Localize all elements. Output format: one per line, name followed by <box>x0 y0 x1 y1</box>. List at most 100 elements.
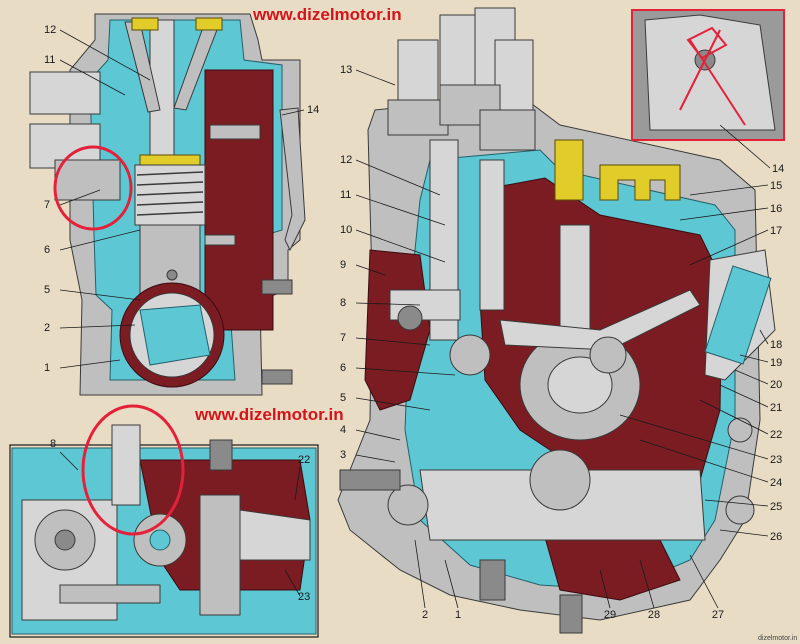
bottom-left-view <box>9 404 319 638</box>
part-number-label: 9 <box>340 259 346 271</box>
leader-line <box>355 302 421 306</box>
leader-line <box>59 189 101 206</box>
drain-bolt <box>479 559 506 601</box>
part-number-label: 18 <box>770 339 782 351</box>
leader-line <box>719 124 771 169</box>
side-bolt-right <box>727 417 753 443</box>
part-number-label: 20 <box>770 379 782 391</box>
part-number-label: 8 <box>340 297 346 309</box>
lower-stud <box>559 594 583 634</box>
leader-line <box>639 559 655 609</box>
mount-bolt-upper <box>261 279 293 295</box>
highlight-circle-top <box>53 145 133 231</box>
part-number-label: 7 <box>340 332 346 344</box>
part-number-label: 26 <box>770 531 782 543</box>
inset-red-line-2 <box>679 29 721 111</box>
part-number-label: 5 <box>44 284 50 296</box>
spring-chamber <box>704 265 772 365</box>
leader-line <box>689 229 769 266</box>
part-number-label: 28 <box>648 609 660 621</box>
pipe-fitting-left <box>131 17 159 31</box>
leader-line <box>355 264 386 276</box>
leader-line <box>294 466 301 501</box>
part-number-label: 11 <box>44 54 55 66</box>
tappet-bolt <box>397 305 423 331</box>
leader-line <box>59 359 121 369</box>
part-number-label: 17 <box>770 225 782 237</box>
part-number-label: 1 <box>455 609 461 621</box>
part-number-label: 13 <box>340 64 352 76</box>
input-shaft <box>339 469 401 491</box>
inset-red-outline <box>686 26 728 60</box>
leader-line <box>59 289 141 301</box>
part-number-label: 3 <box>340 449 346 461</box>
leader-line <box>355 69 396 86</box>
leader-line <box>355 397 431 411</box>
part-number-label: 8 <box>50 438 56 450</box>
leader-line <box>719 529 769 537</box>
part-number-label: 7 <box>44 199 50 211</box>
injector-fitting-4 <box>494 39 534 121</box>
leader-line <box>734 369 769 385</box>
leader-line <box>704 499 769 507</box>
leader-line <box>689 184 769 196</box>
leader-line <box>355 367 456 376</box>
second-plunger <box>479 159 505 311</box>
tappet-roller <box>449 334 491 376</box>
part-number-label: 10 <box>340 224 352 236</box>
part-number-label: 2 <box>44 322 50 334</box>
part-number-label: 25 <box>770 501 782 513</box>
control-lever <box>499 289 701 351</box>
inset-labels: 14 <box>719 124 784 175</box>
lower-bar <box>59 584 161 604</box>
bevel-gear <box>529 449 591 511</box>
part-number-label: 14 <box>772 163 784 175</box>
flyweight-hub <box>547 356 613 414</box>
yellow-clip-left <box>554 139 584 201</box>
part-number-label: 11 <box>340 189 351 201</box>
leader-line <box>281 109 305 116</box>
highlight-circle-bottom <box>81 404 185 536</box>
lever-pivot <box>589 336 627 374</box>
leader-line <box>355 159 441 196</box>
leader-line <box>699 399 769 435</box>
watermark-middle: www.dizelmotor.in <box>194 405 344 424</box>
leader-line <box>59 229 141 251</box>
part-number-label: 16 <box>770 203 782 215</box>
leader-line <box>689 554 719 609</box>
yellow-clip-right <box>599 164 681 201</box>
watermark-top: www.dizelmotor.in <box>252 5 402 24</box>
vertical-fitting <box>111 424 141 506</box>
part-number-label: 6 <box>44 244 50 256</box>
part-number-label: 21 <box>770 402 782 414</box>
leader-line <box>444 559 459 609</box>
drive-gear-hub <box>54 529 76 551</box>
governor-link <box>239 509 311 561</box>
leader-line <box>639 439 769 483</box>
mount-bolt-lower <box>261 369 293 385</box>
leader-line <box>599 569 611 609</box>
bottom-view-frame <box>9 444 319 638</box>
leader-line <box>355 229 446 263</box>
governor-lever <box>199 494 241 616</box>
inlet-fitting-upper <box>29 71 101 115</box>
leader-line <box>679 207 769 221</box>
delivery-valve-holder-1 <box>387 99 449 136</box>
leader-line <box>355 337 431 346</box>
leader-line <box>414 539 426 609</box>
leader-line <box>355 429 401 441</box>
pipe-fitting-right <box>195 17 223 31</box>
spring-seat <box>139 154 201 166</box>
leader-line <box>59 451 79 471</box>
spring-coils <box>136 171 204 216</box>
control-rack <box>209 124 261 140</box>
part-number-label: 27 <box>712 609 724 621</box>
part-number-label: 14 <box>307 104 319 116</box>
leader-line <box>759 329 769 345</box>
leader-line <box>739 354 769 363</box>
delivery-valve-holder-3 <box>479 109 536 151</box>
